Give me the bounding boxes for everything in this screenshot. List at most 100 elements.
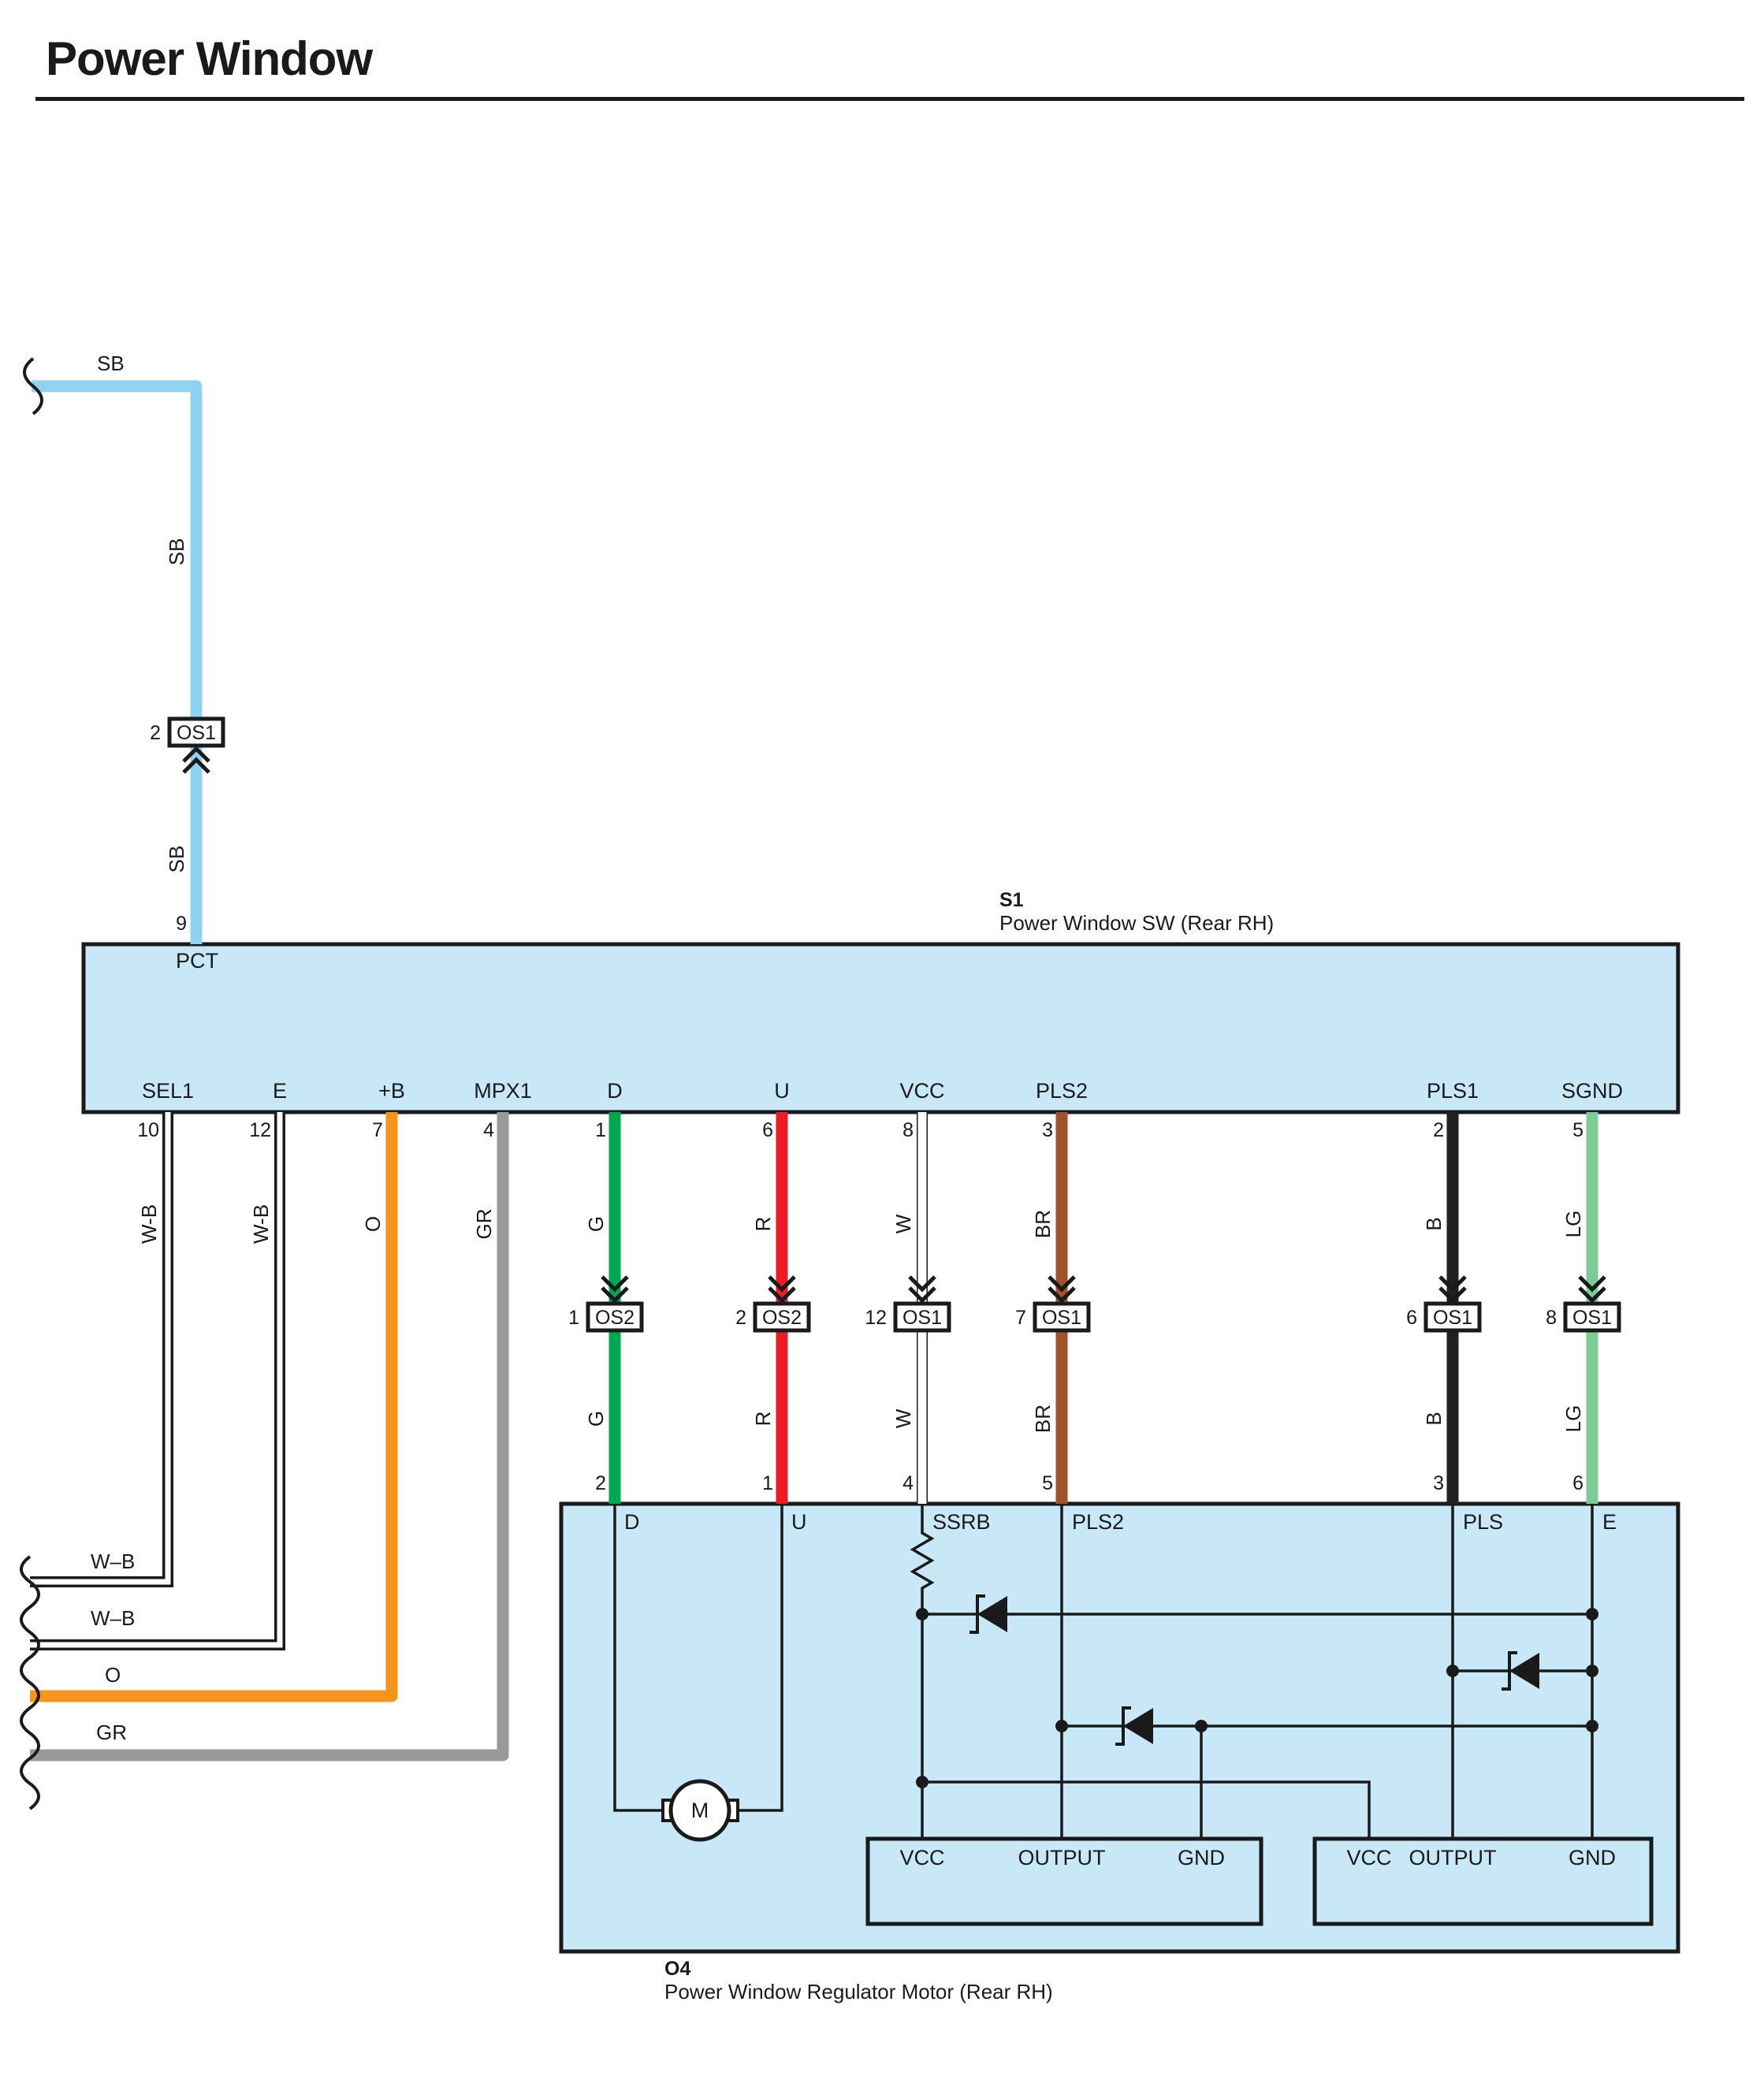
s1-pin-pct: 9 <box>176 913 187 935</box>
connector-os1-vcc: OS1 12 <box>865 1275 951 1333</box>
svg-text:8: 8 <box>1546 1307 1557 1329</box>
hall-sensor-1: VCC OUTPUT GND <box>865 1836 1263 1926</box>
svg-text:O: O <box>361 1216 385 1232</box>
s1-pin-sel1: 10 <box>137 1119 159 1141</box>
svg-text:OUTPUT: OUTPUT <box>1018 1846 1106 1870</box>
connector-os1-pls1: OS1 6 <box>1406 1275 1482 1333</box>
svg-text:G: G <box>584 1411 608 1427</box>
zener-diode-2 <box>1502 1651 1539 1691</box>
s1-term-sel1: SEL1 <box>142 1079 194 1103</box>
sb-wire: SB SB SB <box>23 352 203 944</box>
s1-switch-box <box>81 942 1680 1114</box>
svg-text:GND: GND <box>1178 1846 1225 1870</box>
page-title: Power Window <box>46 32 373 85</box>
s1-pin-vcc: 8 <box>902 1119 914 1141</box>
o4-pin-e: 6 <box>1572 1472 1584 1494</box>
svg-text:LG: LG <box>1561 1211 1585 1238</box>
s1-term-e: E <box>273 1079 287 1103</box>
wire-label-sb-top: SB <box>97 352 125 375</box>
o4-term-d: D <box>624 1510 640 1534</box>
svg-text:VCC: VCC <box>1346 1846 1391 1870</box>
svg-text:OS2: OS2 <box>762 1307 802 1329</box>
svg-text:BR: BR <box>1031 1404 1055 1433</box>
svg-text:GR: GR <box>96 1721 127 1744</box>
motor-symbol: M <box>661 1779 739 1842</box>
s1-pin-pls2: 3 <box>1042 1119 1053 1141</box>
o4-term-ssrb: SSRB <box>932 1510 991 1534</box>
s1-pin-pls1: 2 <box>1433 1119 1444 1141</box>
s1-term-u: U <box>774 1079 790 1103</box>
s1-term-pls2: PLS2 <box>1036 1079 1088 1103</box>
svg-text:GR: GR <box>472 1209 496 1240</box>
svg-text:GND: GND <box>1569 1846 1616 1870</box>
svg-text:B: B <box>1422 1217 1446 1230</box>
svg-text:OUTPUT: OUTPUT <box>1409 1846 1497 1870</box>
s1-pin-d: 1 <box>595 1119 606 1141</box>
svg-text:LG: LG <box>1561 1405 1585 1433</box>
o4-pin-pls2: 5 <box>1042 1472 1053 1494</box>
svg-text:OS1: OS1 <box>1042 1307 1081 1329</box>
connector-os2-u: OS2 2 <box>735 1275 811 1333</box>
svg-text:2: 2 <box>735 1307 746 1329</box>
motor-label: M <box>691 1799 709 1822</box>
s1-pin-e: 12 <box>249 1119 271 1141</box>
svg-text:1: 1 <box>568 1307 579 1329</box>
svg-text:OS1: OS1 <box>902 1307 942 1329</box>
svg-text:OS1: OS1 <box>177 722 216 744</box>
o4-term-u: U <box>791 1510 807 1534</box>
svg-text:6: 6 <box>1406 1307 1417 1329</box>
svg-text:BR: BR <box>1031 1210 1055 1238</box>
zener-diode-1 <box>969 1594 1007 1634</box>
connector-os1-pct: OS1 2 <box>150 716 225 774</box>
s1-pin-plusb: 7 <box>372 1119 383 1141</box>
s1-name: Power Window SW (Rear RH) <box>999 911 1274 935</box>
s1-term-plusb: +B <box>378 1079 405 1103</box>
svg-text:R: R <box>751 1217 775 1232</box>
s1-pin-mpx1: 4 <box>483 1119 494 1141</box>
wire-break-mark <box>23 357 43 415</box>
wire-plusb: O O <box>30 1112 398 1702</box>
junction-dots <box>916 1608 1598 1788</box>
svg-text:R: R <box>751 1412 775 1427</box>
s1-term-d: D <box>607 1079 623 1103</box>
o4-pin-d: 2 <box>595 1472 606 1494</box>
svg-text:W: W <box>891 1408 915 1428</box>
o4-pin-u: 1 <box>762 1472 773 1494</box>
s1-code: S1 <box>999 889 1024 911</box>
svg-text:7: 7 <box>1015 1307 1026 1329</box>
wire-break-mark <box>20 1555 40 1810</box>
s1-term-mpx1: MPX1 <box>474 1079 532 1103</box>
wire-sel1: W-B W–B <box>30 1112 173 1587</box>
zener-diode-3 <box>1115 1706 1153 1746</box>
wire-label-sb-lower: SB <box>165 846 188 873</box>
svg-text:B: B <box>1422 1412 1446 1425</box>
s1-pin-sgnd: 5 <box>1572 1119 1584 1141</box>
svg-text:W: W <box>891 1214 915 1233</box>
o4-pin-pls: 3 <box>1433 1472 1444 1494</box>
svg-text:O: O <box>105 1663 121 1687</box>
o4-code: O4 <box>664 1958 690 1980</box>
o4-term-pls: PLS <box>1463 1510 1503 1534</box>
svg-text:W–B: W–B <box>91 1606 135 1630</box>
o4-term-pls2: PLS2 <box>1072 1510 1124 1534</box>
wire-e: W-B W–B <box>30 1112 285 1650</box>
o4-term-e: E <box>1602 1510 1617 1534</box>
connector-os1-sgnd: OS1 8 <box>1546 1275 1621 1333</box>
svg-text:12: 12 <box>865 1307 887 1329</box>
o4-name: Power Window Regulator Motor (Rear RH) <box>664 1980 1053 2003</box>
s1-term-pls1: PLS1 <box>1427 1079 1479 1103</box>
wire-mpx1: GR GR <box>30 1112 509 1762</box>
svg-text:W-B: W-B <box>137 1204 161 1244</box>
hall-sensor-2: VCC OUTPUT GND <box>1312 1836 1654 1926</box>
connector-os2-d: OS2 1 <box>568 1275 644 1333</box>
s1-term-vcc: VCC <box>899 1079 944 1103</box>
title-underline <box>35 97 1744 101</box>
s1-term-pct: PCT <box>176 949 218 973</box>
s1-pin-u: 6 <box>762 1119 773 1141</box>
svg-text:OS1: OS1 <box>1572 1307 1612 1329</box>
svg-text:OS1: OS1 <box>1433 1307 1472 1329</box>
svg-text:VCC: VCC <box>899 1846 944 1870</box>
wire-label-sb-upper: SB <box>165 538 188 566</box>
svg-text:OS2: OS2 <box>595 1307 635 1329</box>
